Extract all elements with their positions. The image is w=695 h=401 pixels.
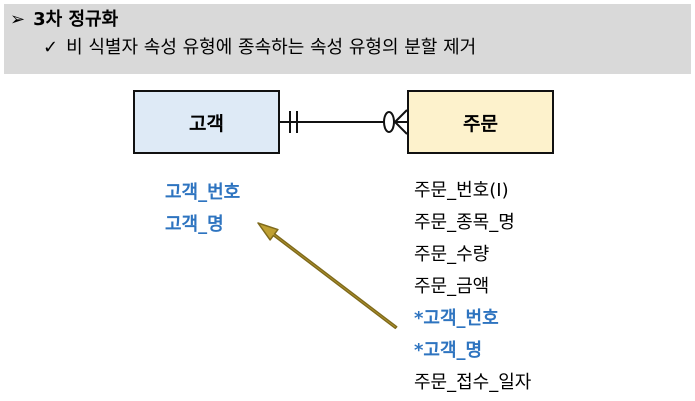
section-subtitle: 비 식별자 속성 유형에 종속하는 속성 유형의 분할 제거: [66, 37, 477, 58]
dependency-arrow: [257, 222, 398, 330]
customer-attribute: 고객_명: [165, 214, 224, 235]
optional-circle: [383, 111, 395, 133]
header-band: [4, 4, 691, 74]
section-description: ✓ 비 식별자 속성 유형에 종속하는 속성 유형의 분할 제거: [43, 37, 476, 59]
checkmark-icon: ✓: [43, 37, 59, 58]
section-title: 3차 정규화: [33, 9, 119, 30]
arrow-bullet-icon: ➢: [10, 9, 26, 30]
entity-customer: 고객: [133, 90, 280, 154]
crowfoot-lower: [394, 121, 408, 135]
entity-order-name: 주문: [463, 112, 498, 135]
order-attribute-list: 주문_번호(I) 주문_종목_명 주문_수량 주문_금액 *고객_번호 *고객_…: [414, 175, 531, 399]
order-attribute: 주문_금액: [414, 276, 490, 297]
order-attribute: 주문_수량: [414, 244, 490, 265]
order-attribute: 주문_번호(I): [414, 180, 509, 201]
order-attribute: 주문_접수_일자: [414, 372, 532, 393]
customer-attribute-list: 고객_번호 고객_명: [165, 177, 240, 241]
order-foreign-attribute: *고객_명: [414, 340, 483, 361]
entity-customer-name: 고객: [189, 112, 224, 135]
section-heading: ➢ 3차 정규화: [10, 9, 118, 31]
order-foreign-attribute: *고객_번호: [414, 308, 499, 329]
crowfoot-upper: [394, 109, 408, 123]
customer-attribute: 고객_번호: [165, 182, 241, 203]
entity-order: 주문: [407, 90, 554, 154]
order-attribute: 주문_종목_명: [414, 212, 515, 233]
